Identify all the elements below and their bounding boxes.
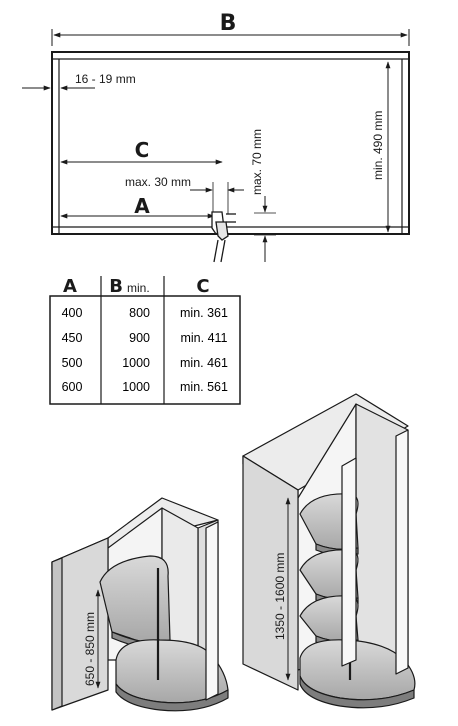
dimension-table: A B min. C 400 800 min. 361 450 900 min.… bbox=[49, 276, 241, 405]
table-cell: 1000 bbox=[122, 380, 150, 394]
table-header-a: A bbox=[63, 276, 77, 297]
table-row: 400 800 min. 361 bbox=[62, 306, 228, 320]
plan-view bbox=[22, 29, 410, 263]
table-cell: 900 bbox=[129, 331, 150, 345]
table-cell: min. 461 bbox=[180, 356, 228, 370]
table-row: 500 1000 min. 461 bbox=[62, 356, 228, 370]
table-cell: min. 561 bbox=[180, 380, 228, 394]
label-max30: max. 30 mm bbox=[125, 175, 191, 189]
table-cell: 450 bbox=[62, 331, 83, 345]
label-b: B bbox=[220, 11, 237, 36]
table-cell: 1000 bbox=[122, 356, 150, 370]
table-cell: 800 bbox=[129, 306, 150, 320]
table-header-c: C bbox=[196, 276, 209, 297]
hinge-detail bbox=[211, 211, 236, 263]
table-header-b: B bbox=[109, 276, 123, 297]
tall-cabinet-illustration bbox=[242, 393, 416, 709]
label-c: C bbox=[135, 138, 150, 162]
label-side-gap: 16 - 19 mm bbox=[75, 72, 136, 86]
tall-cabinet-height-label: 1350 - 1600 mm bbox=[273, 553, 287, 640]
table-cell: min. 361 bbox=[180, 306, 228, 320]
label-a: A bbox=[134, 194, 150, 218]
small-cabinet-illustration bbox=[51, 497, 229, 712]
table-cell: min. 411 bbox=[180, 331, 227, 345]
table-cell: 500 bbox=[62, 356, 83, 370]
table-cell: 600 bbox=[62, 380, 83, 394]
table-row: 600 1000 min. 561 bbox=[62, 380, 228, 394]
label-max70: max. 70 mm bbox=[250, 129, 264, 195]
table-row: 450 900 min. 411 bbox=[62, 331, 228, 345]
table-header-b-sub: min. bbox=[127, 281, 150, 295]
table-cell: 400 bbox=[62, 306, 83, 320]
label-min490: min. 490 mm bbox=[371, 111, 385, 180]
small-cabinet-height-label: 650 - 850 mm bbox=[83, 612, 97, 686]
table-border bbox=[49, 295, 241, 405]
carcass-outline bbox=[51, 51, 410, 235]
